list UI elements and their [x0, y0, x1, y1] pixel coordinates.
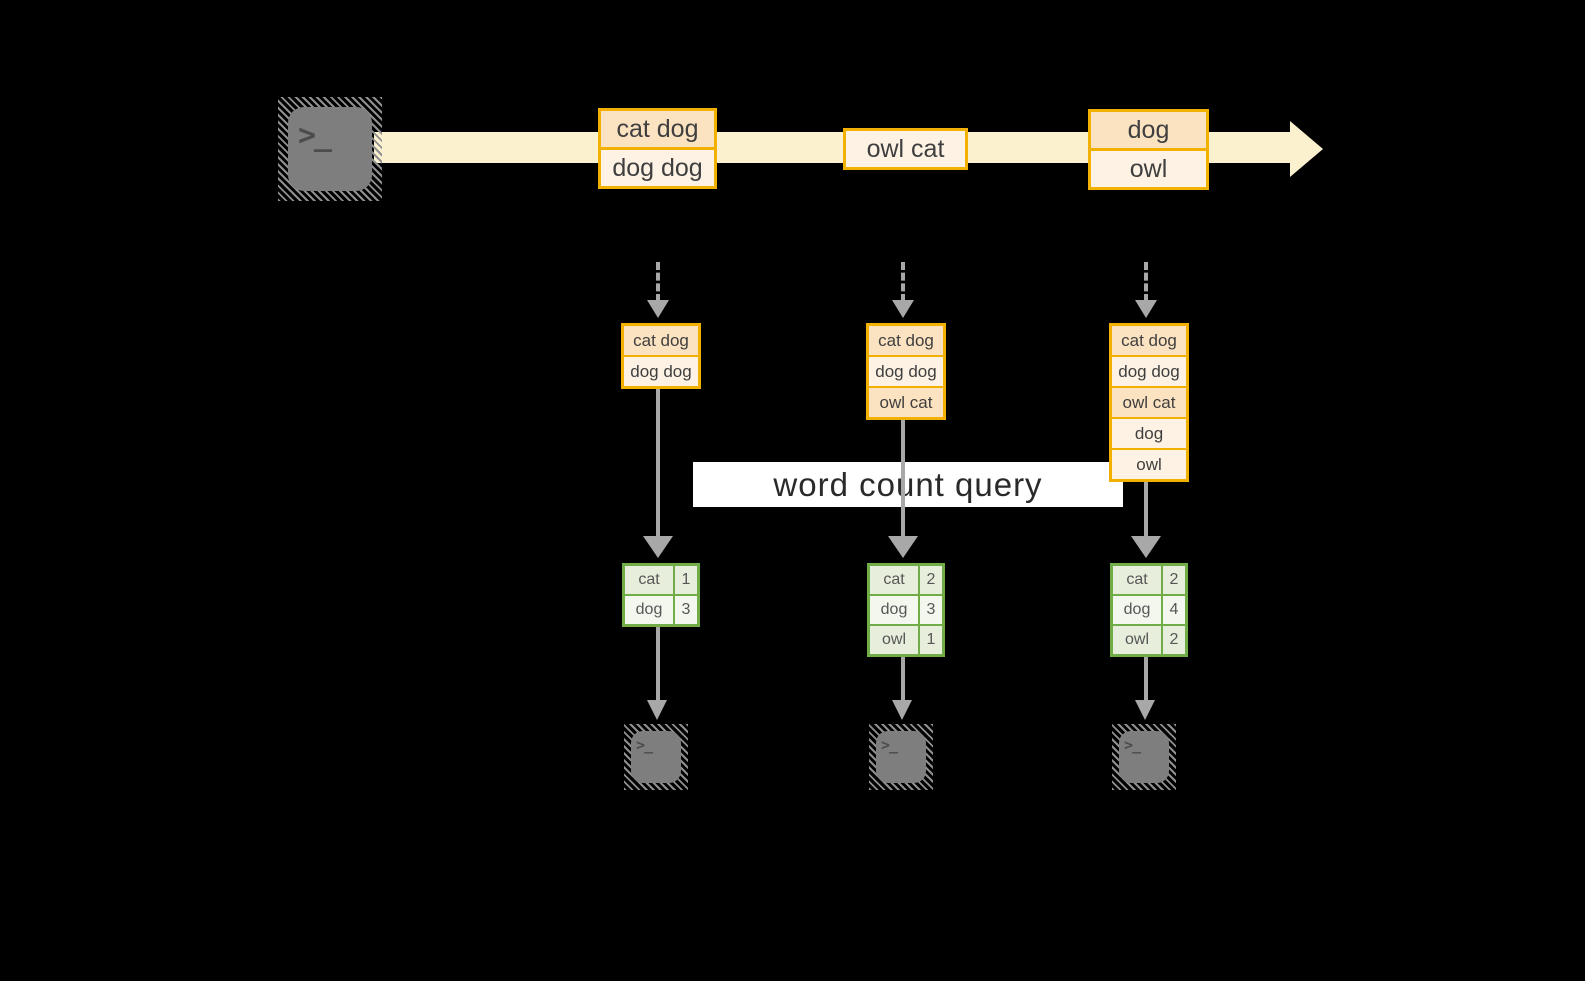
- result-word-cell: dog: [625, 596, 673, 624]
- event-line: owl cat: [846, 131, 965, 167]
- terminal-prompt-glyph: >_: [1124, 736, 1141, 754]
- result-row: cat 1: [625, 566, 697, 594]
- batch-line: cat dog: [624, 326, 698, 355]
- result-word-cell: owl: [870, 626, 918, 654]
- batch-line: cat dog: [869, 326, 943, 355]
- batch-line: dog dog: [1112, 357, 1186, 386]
- result-count-cell: 2: [920, 566, 942, 594]
- sink-terminal-icon-3: >_: [1112, 724, 1176, 790]
- event-line: dog dog: [601, 150, 714, 186]
- micro-batch-dashed-line: [901, 262, 905, 302]
- result-table-2: cat 2 dog 3 owl 1: [867, 563, 945, 657]
- stream-arrow-head: [1290, 121, 1323, 177]
- down-arrowhead-icon: [643, 536, 673, 558]
- down-arrowhead-icon: [892, 300, 914, 318]
- result-row: dog 3: [625, 596, 697, 624]
- down-arrowhead-icon: [1135, 700, 1155, 720]
- micro-batch-box-3: cat dog dog dog owl cat dog owl: [1109, 323, 1189, 482]
- micro-batch-box-1: cat dog dog dog: [621, 323, 701, 389]
- query-arrow-line: [901, 419, 905, 538]
- terminal-prompt-glyph: >_: [881, 736, 898, 754]
- sink-arrow-line: [1144, 657, 1148, 702]
- result-word-cell: cat: [625, 566, 673, 594]
- event-line: cat dog: [601, 111, 714, 147]
- batch-line: owl cat: [869, 388, 943, 417]
- down-arrowhead-icon: [1135, 300, 1157, 318]
- batch-line: dog dog: [869, 357, 943, 386]
- result-word-cell: dog: [870, 596, 918, 624]
- batch-line: dog: [1112, 419, 1186, 448]
- batch-line: dog dog: [624, 357, 698, 386]
- event-line: owl: [1091, 151, 1206, 187]
- sink-terminal-icon-2: >_: [869, 724, 933, 790]
- result-count-cell: 3: [675, 596, 697, 624]
- event-line: dog: [1091, 112, 1206, 148]
- result-word-cell: owl: [1113, 626, 1161, 654]
- down-arrowhead-icon: [647, 700, 667, 720]
- down-arrowhead-icon: [888, 536, 918, 558]
- result-row: owl 2: [1113, 626, 1185, 654]
- result-word-cell: cat: [870, 566, 918, 594]
- terminal-prompt-glyph: >_: [636, 736, 653, 754]
- result-row: cat 2: [870, 566, 942, 594]
- source-terminal-icon: >_: [278, 97, 382, 201]
- result-row: owl 1: [870, 626, 942, 654]
- down-arrowhead-icon: [647, 300, 669, 318]
- sink-terminal-icon-1: >_: [624, 724, 688, 790]
- down-arrowhead-icon: [892, 700, 912, 720]
- result-table-1: cat 1 dog 3: [622, 563, 700, 627]
- result-count-cell: 2: [1163, 626, 1185, 654]
- result-count-cell: 4: [1163, 596, 1185, 624]
- result-count-cell: 2: [1163, 566, 1185, 594]
- batch-line: cat dog: [1112, 326, 1186, 355]
- result-word-cell: cat: [1113, 566, 1161, 594]
- batch-line: owl cat: [1112, 388, 1186, 417]
- result-count-cell: 1: [675, 566, 697, 594]
- sink-arrow-line: [656, 627, 660, 702]
- micro-batch-dashed-line: [656, 262, 660, 302]
- down-arrowhead-icon: [1131, 536, 1161, 558]
- batch-line: owl: [1112, 450, 1186, 479]
- result-count-cell: 3: [920, 596, 942, 624]
- micro-batch-box-2: cat dog dog dog owl cat: [866, 323, 946, 420]
- word-count-query-band: word count query: [693, 462, 1123, 507]
- query-arrow-line: [656, 388, 660, 538]
- stream-event-box-1: cat dog dog dog: [598, 108, 717, 189]
- micro-batch-dashed-line: [1144, 262, 1148, 302]
- query-label: word count query: [773, 465, 1043, 503]
- sink-arrow-line: [901, 657, 905, 702]
- result-row: dog 4: [1113, 596, 1185, 624]
- result-row: dog 3: [870, 596, 942, 624]
- stream-event-box-3: dog owl: [1088, 109, 1209, 190]
- query-arrow-line: [1144, 481, 1148, 538]
- result-row: cat 2: [1113, 566, 1185, 594]
- result-table-3: cat 2 dog 4 owl 2: [1110, 563, 1188, 657]
- result-count-cell: 1: [920, 626, 942, 654]
- result-word-cell: dog: [1113, 596, 1161, 624]
- terminal-prompt-glyph: >_: [298, 118, 332, 153]
- stream-event-box-2: owl cat: [843, 128, 968, 170]
